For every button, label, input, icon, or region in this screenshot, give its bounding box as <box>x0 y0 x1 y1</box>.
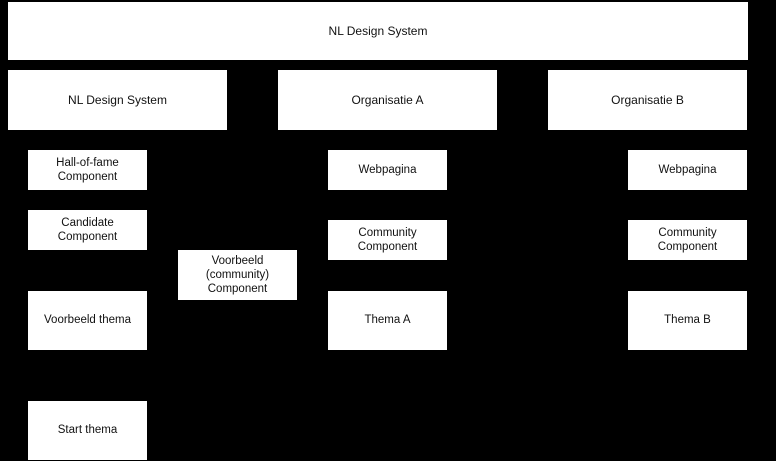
node-organisation-b[interactable]: Organisatie B <box>548 70 747 130</box>
node-label: Start thema <box>57 424 118 437</box>
node-label: Organisatie B <box>611 92 684 107</box>
node-organisation-a[interactable]: Organisatie A <box>278 70 497 130</box>
node-label: Webpagina <box>658 163 717 176</box>
node-organisation-nl-design-system[interactable]: NL Design System <box>8 70 227 130</box>
node-community-component-org-b[interactable]: Community Component <box>628 220 747 260</box>
node-thema-b[interactable]: Thema B <box>628 291 747 350</box>
node-voorbeeld-thema[interactable]: Voorbeeld thema <box>28 291 147 350</box>
node-label: Voorbeeld (community) Component <box>205 254 270 295</box>
node-label: Webpagina <box>358 163 417 176</box>
node-start-thema[interactable]: Start thema <box>28 401 147 460</box>
node-label: Organisatie A <box>351 92 424 107</box>
node-label: Community Component <box>357 226 418 253</box>
node-community-component-org-a[interactable]: Community Component <box>328 220 447 260</box>
node-nl-design-system-root[interactable]: NL Design System <box>8 2 748 60</box>
node-webpagina-org-a[interactable]: Webpagina <box>328 150 447 190</box>
node-label: NL Design System <box>328 23 428 38</box>
node-label: Community Component <box>657 226 718 253</box>
node-label: Hall-of-fame Component <box>56 156 119 183</box>
node-label: Candidate Component <box>57 216 118 243</box>
node-candidate-component[interactable]: Candidate Component <box>28 210 147 250</box>
node-label: NL Design System <box>68 92 167 107</box>
node-voorbeeld-community-component[interactable]: Voorbeeld (community) Component <box>178 250 297 300</box>
node-label: Voorbeeld thema <box>44 314 131 327</box>
node-label: Thema A <box>364 314 411 327</box>
node-hall-of-fame-component[interactable]: Hall-of-fame Component <box>28 150 147 190</box>
node-webpagina-org-b[interactable]: Webpagina <box>628 150 747 190</box>
node-thema-a[interactable]: Thema A <box>328 291 447 350</box>
node-label: Thema B <box>664 314 711 327</box>
